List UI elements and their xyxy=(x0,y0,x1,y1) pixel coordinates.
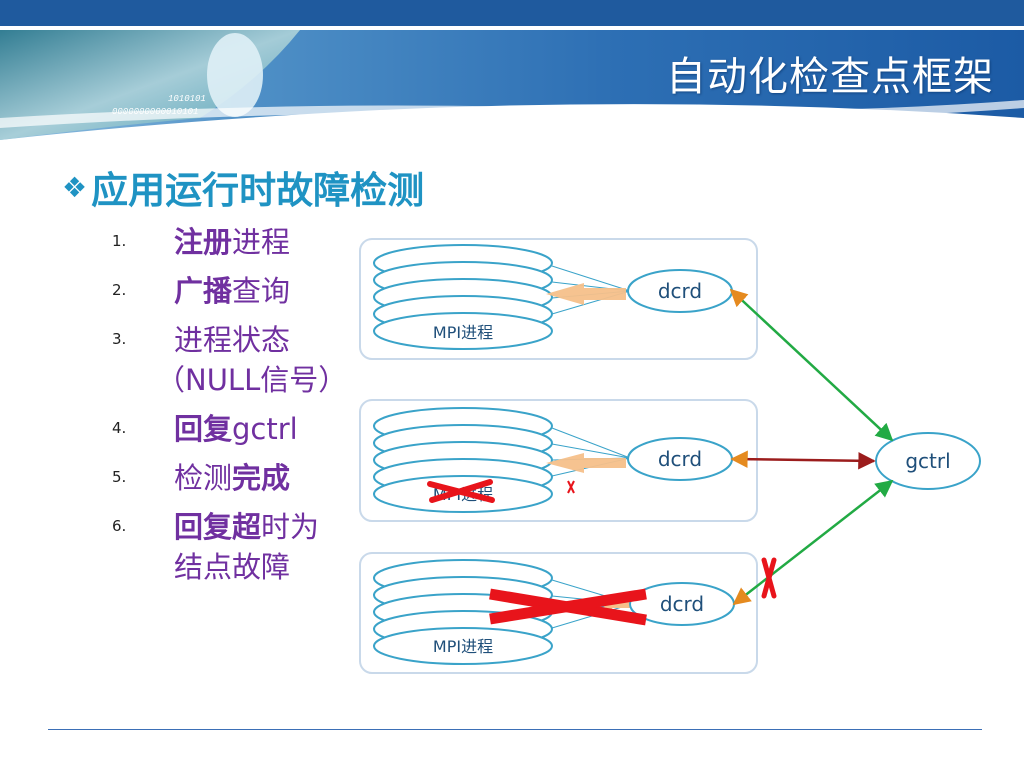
step-number: 2. xyxy=(112,281,127,299)
step-number: 1. xyxy=(112,232,127,250)
mpi-process-stack xyxy=(373,407,553,513)
mpi-process-stack xyxy=(373,559,553,665)
step-text: 注册进程 xyxy=(174,222,290,262)
dcrd-label: dcrd xyxy=(658,279,702,303)
step-text-rest: 检测 xyxy=(174,461,233,495)
node-box-3: MPI进程 dcrd xyxy=(359,552,758,674)
step-text-rest: gctrl xyxy=(232,412,298,446)
section-heading-text: 应用运行时故障检测 xyxy=(91,169,425,212)
mpi-process-label: MPI进程 xyxy=(433,323,493,342)
step-text: 回复超时为结点故障 xyxy=(174,507,319,587)
step-text-rest: 时为 xyxy=(261,510,320,544)
node-box-1: MPI进程 dcrd xyxy=(359,238,758,360)
step-item-5: 5. 检测完成 xyxy=(110,458,390,498)
dcrd-label: dcrd xyxy=(658,447,702,471)
footer-divider xyxy=(48,729,982,730)
step-item-2: 2. 广播查询 xyxy=(110,271,390,311)
step-text-bold: 回复 xyxy=(174,412,233,446)
step-number: 3. xyxy=(112,330,127,348)
step-text: 进程状态 （NULL信号） xyxy=(156,320,347,400)
step-text: 广播查询 xyxy=(174,271,290,311)
process-failure-mark xyxy=(427,479,495,503)
step-text-bold: 广播 xyxy=(174,274,233,308)
step-text-line2: 结点故障 xyxy=(174,550,291,584)
step-text-bold: 注册 xyxy=(174,225,233,259)
node-box-2: MPI进程 dcrd xyxy=(359,399,758,522)
small-failure-mark xyxy=(567,480,575,494)
binary-decoration: 1010101 0000000000010101 xyxy=(112,94,206,117)
step-item-6: 6. 回复超时为结点故障 xyxy=(110,507,390,587)
gctrl-controller xyxy=(875,432,981,490)
step-number: 4. xyxy=(112,419,127,437)
step-text-bold: 完成 xyxy=(232,461,291,495)
dcrd-label: dcrd xyxy=(660,592,704,616)
link-node2-gctrl xyxy=(730,450,876,470)
step-text-rest: 进程 xyxy=(232,225,291,259)
gctrl-label: gctrl xyxy=(905,449,950,473)
step-text-bold: 回复超 xyxy=(174,510,262,544)
step-number: 6. xyxy=(112,517,127,535)
link-node3-gctrl xyxy=(732,479,894,606)
node-failure-cross xyxy=(489,588,647,626)
step-item-4: 4. 回复gctrl xyxy=(110,409,390,449)
link-failure-mark xyxy=(761,557,777,599)
link-node1-gctrl xyxy=(729,288,894,442)
slide-title: 自动化检查点框架 xyxy=(666,54,994,100)
node-container xyxy=(359,552,758,674)
binary-text-2: 0000000000010101 xyxy=(112,107,198,117)
binary-text-1: 1010101 xyxy=(168,94,206,104)
diamond-bullet-icon: ❖ xyxy=(62,170,88,204)
step-text: 检测完成 xyxy=(174,458,290,498)
section-heading: ❖ 应用运行时故障检测 xyxy=(62,160,424,214)
steps-list: 1. 注册进程 2. 广播查询 3. 进程状态 （NULL信号） 4. 回复gct… xyxy=(110,222,390,596)
mpi-process-label: MPI进程 xyxy=(433,637,493,656)
header-banner: 1010101 0000000000010101 xyxy=(0,0,1024,140)
step-number: 5. xyxy=(112,468,127,486)
fan-lines xyxy=(551,427,631,477)
step-text: 回复gctrl xyxy=(174,409,298,449)
step-item-1: 1. 注册进程 xyxy=(110,222,390,262)
broadcast-arrow xyxy=(546,283,626,305)
step-text-line2: （NULL信号） xyxy=(156,363,348,397)
query-arrow xyxy=(546,453,626,473)
mpi-process-stack xyxy=(373,244,553,350)
step-text-rest: 查询 xyxy=(232,274,291,308)
step-text-line1: 进程状态 xyxy=(174,323,291,357)
step-item-3: 3. 进程状态 （NULL信号） xyxy=(110,320,390,400)
